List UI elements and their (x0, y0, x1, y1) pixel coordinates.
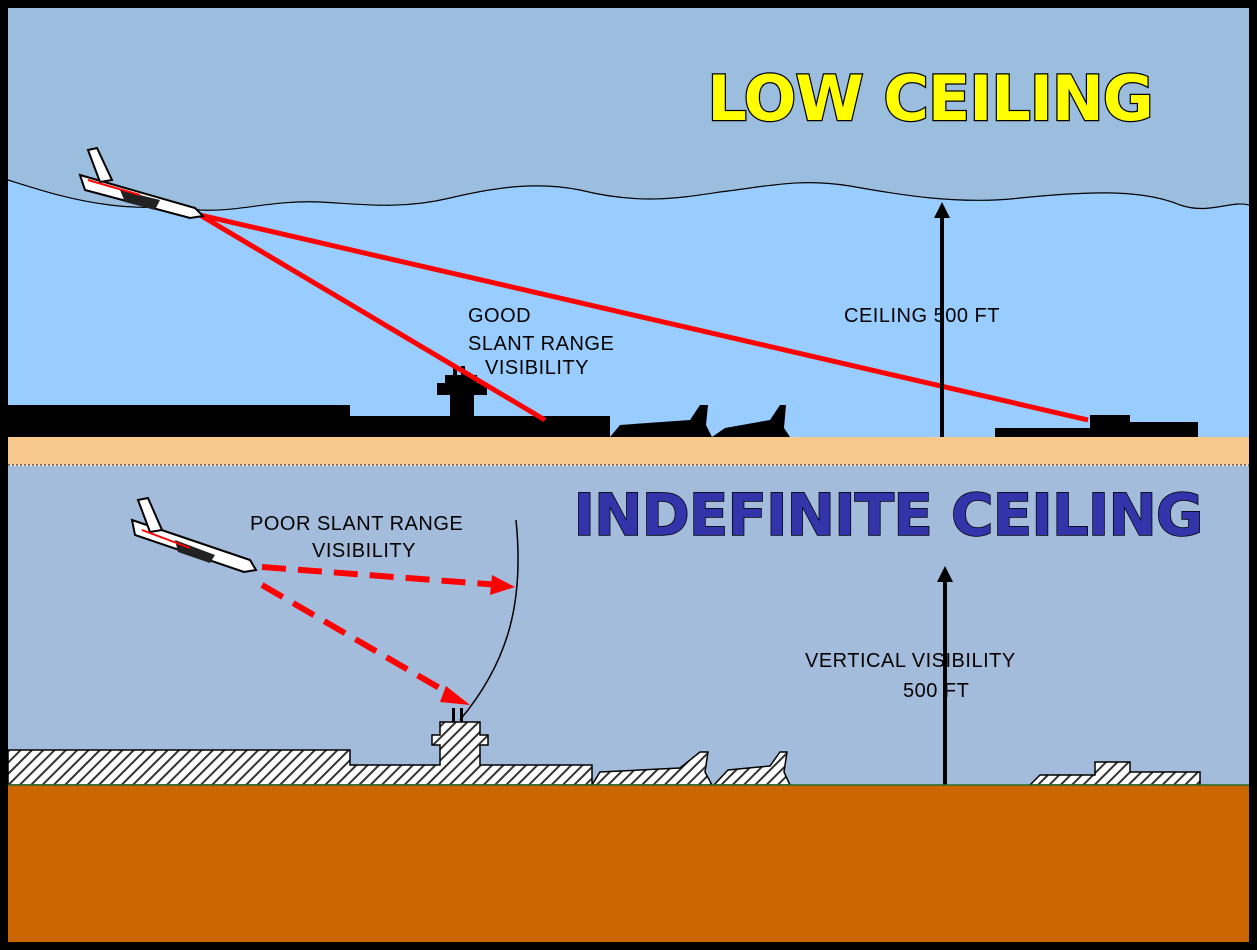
vertical-visibility-arrow-head (937, 566, 953, 582)
ground (8, 785, 1249, 942)
good-slant-label: GOOD SLANT RANGE VISIBILITY (468, 305, 614, 379)
bottom-sky-background (8, 466, 1249, 786)
bottom-airplane-icon (130, 496, 258, 574)
below-cloud-sky (8, 180, 1249, 440)
top-airplane-icon (78, 146, 206, 220)
good-label-line-1: GOOD (468, 305, 531, 327)
low-ceiling-title: LOW CEILING (707, 62, 1152, 135)
poor-arrowhead-horizontal (490, 575, 515, 595)
good-slant-sight-line (198, 212, 547, 423)
visibility-limit-arc (459, 519, 519, 721)
bottom-tower-antennas (452, 708, 463, 722)
bottom-airport-hatched (7, 721, 1201, 786)
poor-slant-label: POOR SLANT RANGE VISIBILITY (250, 513, 463, 562)
poor-sight-line-diagonal (260, 582, 457, 700)
poor-arrowhead-diagonal (440, 686, 470, 705)
poor-sight-line-horizontal (261, 564, 501, 588)
top-panel-low-ceiling: LOW CEILING (7, 8, 1250, 466)
poor-label-line-2: VISIBILITY (312, 540, 416, 562)
top-airport-silhouette (8, 366, 1198, 437)
ceiling-arrow-head (934, 202, 950, 218)
runway-sand-strip (8, 437, 1249, 465)
good-label-line-3: VISIBILITY (485, 357, 589, 379)
good-label-line-2: SLANT RANGE (468, 333, 614, 355)
vertical-label-line-1: VERTICAL VISIBILITY (805, 650, 1016, 672)
vertical-label-line-2: 500 FT (903, 680, 969, 702)
ceiling-500-label: CEILING 500 FT (844, 305, 1000, 327)
vertical-visibility-label: VERTICAL VISIBILITY 500 FT (805, 650, 1016, 702)
poor-label-line-1: POOR SLANT RANGE (250, 513, 463, 535)
bottom-panel-indefinite-ceiling: INDEFINITE CEILING (7, 466, 1249, 942)
indefinite-ceiling-title: INDEFINITE CEILING (573, 481, 1202, 549)
